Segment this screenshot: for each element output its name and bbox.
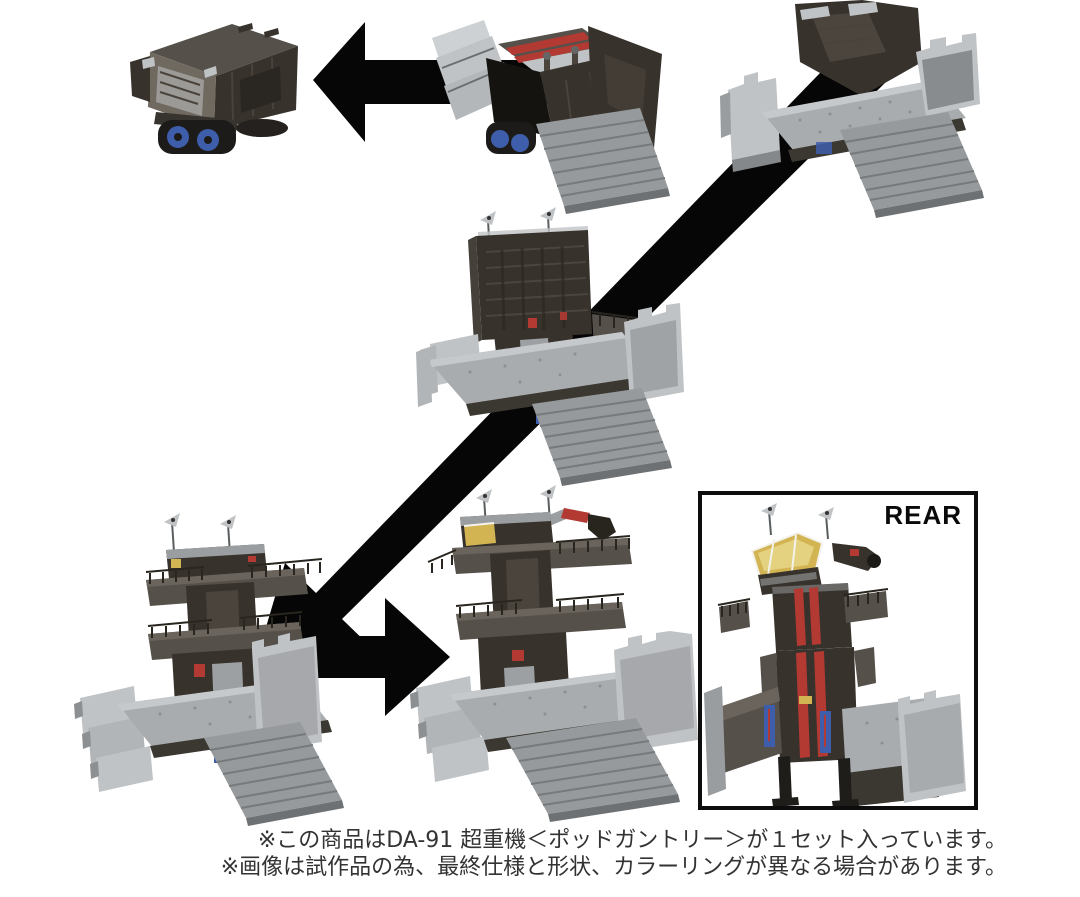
deck-railing bbox=[427, 549, 457, 573]
deck-railing bbox=[843, 588, 889, 607]
deck-railing bbox=[555, 535, 631, 554]
stage-opening-mode bbox=[432, 20, 670, 214]
deck-platform bbox=[762, 80, 966, 150]
product-caption: ※この商品はDA-91 超重機＜ポッドガントリー＞が１セット入っています。 ※画… bbox=[221, 827, 1007, 881]
deck-railing bbox=[717, 598, 751, 617]
arrow-left-icon bbox=[313, 22, 560, 142]
deck-railing bbox=[247, 558, 323, 578]
caption-line-1: ※この商品はDA-91 超重機＜ポッドガントリー＞が１セット入っています。 bbox=[257, 828, 1007, 853]
crane-claw bbox=[867, 554, 881, 568]
arrow-right-icon bbox=[296, 598, 450, 716]
stage-gantry-arms-mode bbox=[410, 485, 698, 822]
rear-inset-panel: REAR bbox=[698, 491, 978, 810]
deck-railing bbox=[555, 593, 625, 612]
stage-vehicle-mode bbox=[130, 23, 298, 154]
deck-railing bbox=[239, 611, 303, 630]
support-leg bbox=[778, 756, 792, 802]
deck-railing bbox=[145, 566, 205, 584]
side-wall bbox=[898, 690, 966, 803]
open-interior bbox=[486, 58, 554, 138]
cab-canopy bbox=[464, 523, 496, 546]
rear-view-illustration bbox=[704, 503, 966, 806]
deck-platform bbox=[428, 332, 662, 406]
stage-open-platform-mode bbox=[720, 0, 984, 218]
rear-label: REAR bbox=[884, 500, 962, 530]
support-leg bbox=[838, 758, 852, 804]
crane-claw bbox=[588, 514, 616, 541]
side-wall bbox=[728, 72, 780, 162]
stage-tower-mode bbox=[416, 207, 684, 486]
caption-line-2: ※画像は試作品の為、最終仕様と形状、カラーリングが異なる場合があります。 bbox=[220, 855, 1007, 880]
deck-railing bbox=[147, 619, 213, 638]
deck-railing bbox=[455, 599, 523, 618]
stage-gantry-mode bbox=[74, 513, 344, 826]
